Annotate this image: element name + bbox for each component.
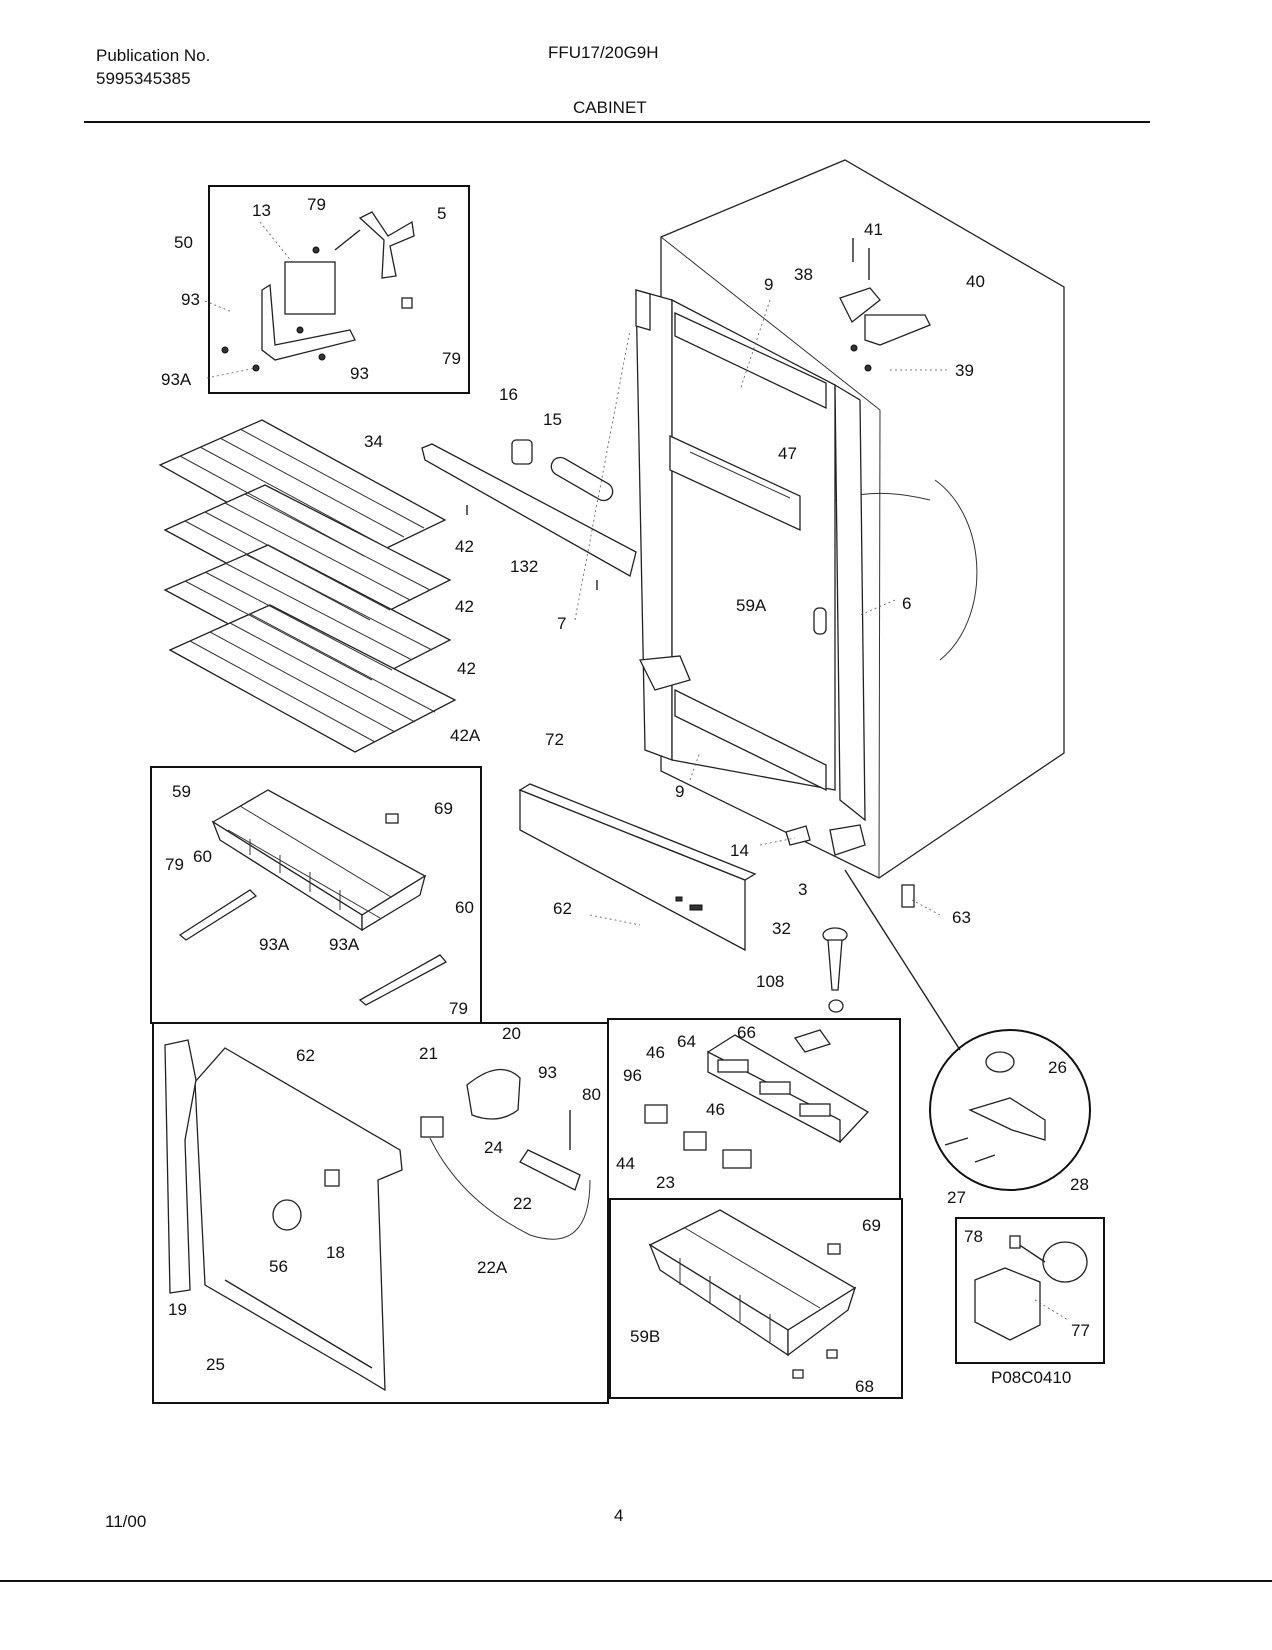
control-housing: [644, 1029, 870, 1169]
callout-59b: 59B: [630, 1327, 660, 1346]
callout-14: 14: [730, 841, 749, 860]
callout-56: 56: [269, 1257, 288, 1276]
callout-68: 68: [855, 1377, 874, 1396]
callout-3: 3: [798, 880, 807, 899]
basket-59b-box: [609, 1198, 903, 1399]
basket-59b: [648, 1209, 857, 1379]
callout-25: 25: [206, 1355, 225, 1374]
callout-79: 79: [165, 855, 184, 874]
leader-lines: [204, 221, 1069, 1321]
callout-9: 9: [675, 782, 684, 801]
callout-27: 27: [947, 1188, 966, 1207]
callout-40: 40: [966, 272, 985, 291]
thermostat: [974, 1235, 1088, 1341]
callout-60: 60: [455, 898, 474, 917]
callout-93a: 93A: [259, 935, 290, 954]
header-rule: [84, 121, 1150, 123]
fan-motor-panel: [208, 185, 470, 394]
callout-132: 132: [510, 557, 538, 576]
callout-9: 9: [764, 275, 773, 294]
callout-42: 42: [457, 659, 476, 678]
callout-93a: 93A: [161, 370, 192, 389]
callout-24: 24: [484, 1138, 503, 1157]
callout-60: 60: [193, 847, 212, 866]
door-liner: [635, 289, 866, 822]
callout-20: 20: [502, 1024, 521, 1043]
callout-42: 42: [455, 597, 474, 616]
callout-46: 46: [706, 1100, 725, 1119]
basket-59: [178, 789, 448, 1006]
callout-59: 59: [172, 782, 191, 801]
callout-44: 44: [616, 1154, 635, 1173]
callout-50: 50: [174, 233, 193, 252]
wire-shelves: [158, 419, 457, 753]
fan-motor-assembly: [221, 211, 415, 372]
callout-19: 19: [168, 1300, 187, 1319]
footer-rule: [0, 1580, 1272, 1582]
callout-labels: 13 79 5 50 93 93 93A 79 16 15 34 42 42 4…: [161, 195, 1090, 1396]
model-number: FFU17/20G9H: [548, 43, 659, 62]
callout-18: 18: [326, 1243, 345, 1262]
callout-66: 66: [737, 1023, 756, 1042]
callout-63: 63: [952, 908, 971, 927]
callout-22a: 22A: [477, 1258, 508, 1277]
callout-78: 78: [964, 1227, 983, 1246]
back-panel: [164, 1039, 591, 1392]
callout-23: 23: [656, 1173, 675, 1192]
page-number: 4: [614, 1506, 624, 1525]
callout-93: 93: [350, 364, 369, 383]
callout-64: 64: [677, 1032, 696, 1051]
callout-79: 79: [307, 195, 326, 214]
callout-16: 16: [499, 385, 518, 404]
callout-47: 47: [778, 444, 797, 463]
callout-69: 69: [434, 799, 453, 818]
callout-62: 62: [296, 1046, 315, 1065]
callout-80: 80: [582, 1085, 601, 1104]
callout-79: 79: [449, 999, 468, 1018]
callout-77: 77: [1071, 1321, 1090, 1340]
callout-28: 28: [1070, 1175, 1089, 1194]
callout-13: 13: [252, 201, 271, 220]
callout-41: 41: [864, 220, 883, 239]
callout-69: 69: [862, 1216, 881, 1235]
diagram-code: P08C0410: [991, 1368, 1071, 1387]
callout-32: 32: [772, 919, 791, 938]
callout-42: 42: [455, 537, 474, 556]
callout-72: 72: [545, 730, 564, 749]
section-title: CABINET: [573, 98, 647, 117]
callout-39: 39: [955, 361, 974, 380]
callout-96: 96: [623, 1066, 642, 1085]
publication-label: Publication No.: [96, 46, 211, 65]
callout-46: 46: [646, 1043, 665, 1062]
callout-22: 22: [513, 1194, 532, 1213]
callout-62: 62: [553, 899, 572, 918]
callout-93: 93: [181, 290, 200, 309]
callout-93: 93: [538, 1063, 557, 1082]
lower-hinge: [785, 824, 961, 1051]
footer-date: 11/00: [105, 1512, 147, 1531]
callout-34: 34: [364, 432, 383, 451]
callout-108: 108: [756, 972, 784, 991]
callout-21: 21: [419, 1044, 438, 1063]
hinge-detail-circle: [929, 1029, 1091, 1191]
callout-93a: 93A: [329, 935, 360, 954]
callout-59a: 59A: [736, 596, 767, 615]
thermostat-box: [955, 1217, 1105, 1364]
light-assembly: [421, 439, 637, 590]
callout-79: 79: [442, 349, 461, 368]
callout-42a: 42A: [450, 726, 481, 745]
publication-number: 5995345385: [96, 69, 191, 88]
callout-6: 6: [902, 594, 911, 613]
toe-grille: [518, 783, 757, 952]
callout-26: 26: [1048, 1058, 1067, 1077]
callout-38: 38: [794, 265, 813, 284]
hinge-detail: [944, 1051, 1046, 1163]
rear-panel-box: [152, 1022, 609, 1404]
callout-15: 15: [543, 410, 562, 429]
upper-hinge: [839, 238, 931, 372]
callout-5: 5: [437, 204, 446, 223]
callout-7: 7: [557, 614, 566, 633]
